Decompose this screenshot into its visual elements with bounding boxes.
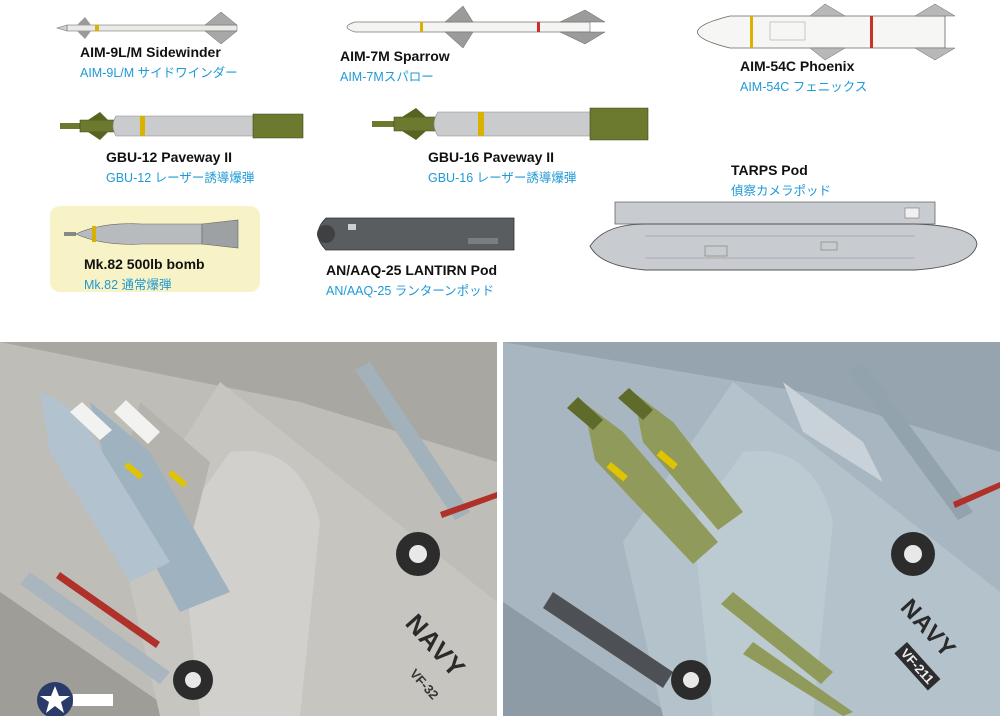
mk82-name: Mk.82 500lb bomb [84, 256, 205, 272]
aim9-name: AIM-9L/M Sidewinder [80, 44, 221, 60]
mk82-highlight-box [50, 206, 260, 292]
mk82-bomb-illustration [64, 219, 239, 249]
weapons-chart: AIM-9L/M Sidewinder AIM-9L/M サイドワインダー AI… [0, 0, 1000, 340]
gbu12-name-jp: GBU-12 レーザー誘導爆弾 [106, 171, 255, 185]
lantirn-name-jp: AN/AAQ-25 ランターンポッド [326, 284, 495, 298]
mk82-name-jp: Mk.82 通常爆弾 [84, 278, 172, 292]
aim7-name-jp: AIM-7Mスパロー [340, 70, 434, 84]
tarps-pod-illustration [589, 201, 978, 271]
aim7-name: AIM-7M Sparrow [340, 48, 450, 64]
aim54-phoenix-illustration [697, 3, 956, 61]
aim9-sidewinder-illustration [55, 11, 238, 45]
aim54-name-jp: AIM-54C フェニックス [740, 80, 868, 94]
gbu12-name: GBU-12 Paveway II [106, 149, 233, 165]
aim7-sparrow-illustration [346, 5, 606, 49]
gbu16-paveway-illustration [372, 107, 649, 141]
right-aircraft-photo: NAVY VF-211 [503, 342, 1000, 716]
gbu12-paveway-illustration [60, 112, 304, 140]
tarps-name: TARPS Pod [731, 162, 808, 178]
aim54-name: AIM-54C Phoenix [740, 58, 855, 74]
tarps-name-jp: 偵察カメラポッド [731, 184, 832, 198]
aim9-name-jp: AIM-9L/M サイドワインダー [80, 66, 238, 80]
gbu16-name: GBU-16 Paveway II [428, 149, 555, 165]
gbu16-name-jp: GBU-16 レーザー誘導爆弾 [428, 171, 577, 185]
left-aircraft-photo: NAVY VF-32 [0, 342, 497, 716]
lantirn-pod-illustration [317, 217, 515, 251]
lantirn-name: AN/AAQ-25 LANTIRN Pod [326, 262, 498, 278]
